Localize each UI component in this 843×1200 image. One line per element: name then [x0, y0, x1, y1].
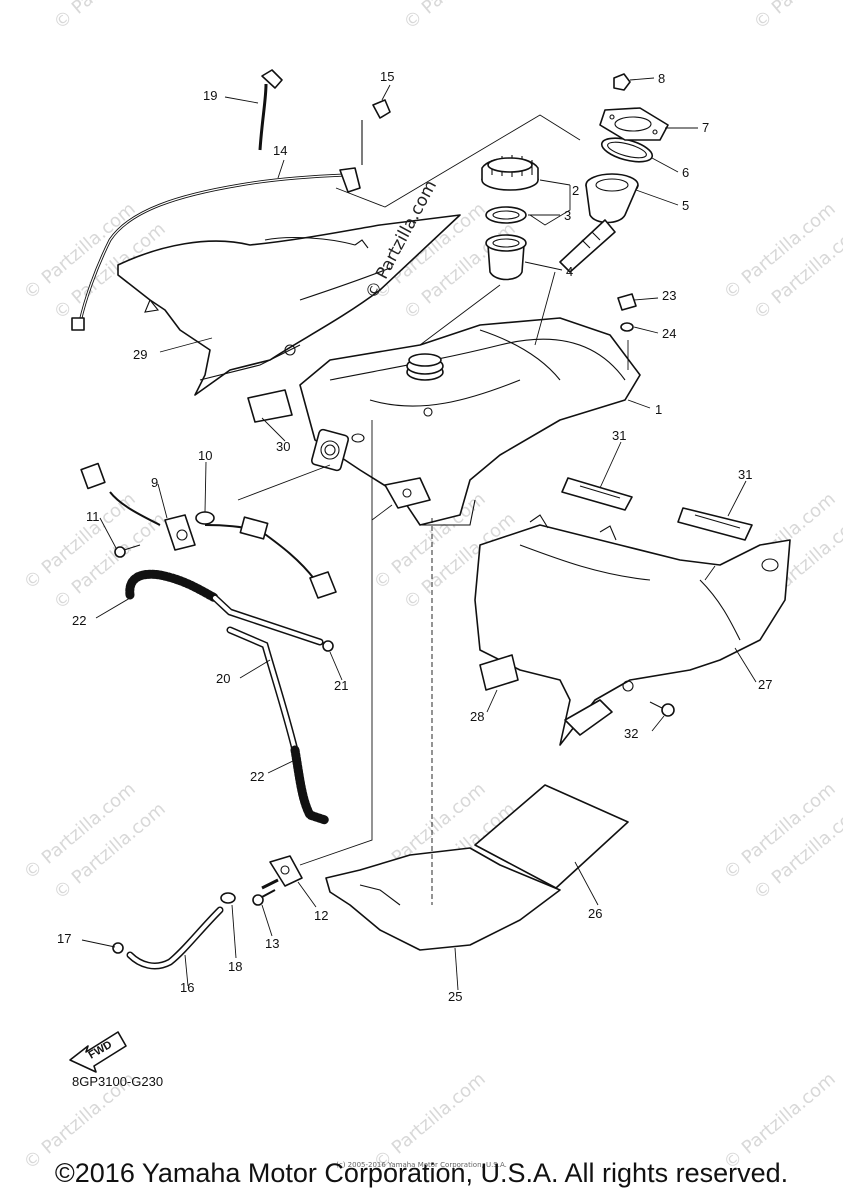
watermark-text: © Partzilla.com: [400, 0, 520, 34]
watermark-text: © Partzilla.com: [50, 0, 170, 34]
callout-30: 30: [276, 439, 290, 454]
clip-part-15[interactable]: [361, 99, 391, 165]
callout-31-left: 31: [612, 428, 626, 443]
fuel-sender-part-9[interactable]: [80, 462, 196, 551]
clip-part-21[interactable]: [322, 640, 334, 652]
callout-31-right: 31: [738, 467, 752, 482]
callout-22-upper: 22: [72, 613, 86, 628]
bolt-part-23[interactable]: [617, 293, 637, 311]
callout-7: 7: [702, 120, 709, 135]
callout-26: 26: [588, 906, 602, 921]
float-arm: [204, 516, 337, 599]
pad-part-26[interactable]: [474, 784, 629, 889]
callout-1: 1: [655, 402, 662, 417]
callout-14: 14: [273, 143, 287, 158]
callout-28: 28: [470, 709, 484, 724]
clamp-part-19[interactable]: [258, 69, 283, 151]
callout-18: 18: [228, 959, 242, 974]
callout-13: 13: [265, 936, 279, 951]
assembly-lines: [237, 114, 716, 905]
callout-15: 15: [380, 69, 394, 84]
callout-29: 29: [133, 347, 147, 362]
fuel-pump-part-5[interactable]: [559, 173, 639, 273]
callout-4: 4: [566, 264, 573, 279]
pad-part-31-left[interactable]: [561, 477, 633, 511]
callout-12: 12: [314, 908, 328, 923]
right-side-cover-part-27[interactable]: [474, 514, 791, 746]
pad-part-30[interactable]: [247, 389, 293, 423]
bolt-part-32[interactable]: [649, 701, 675, 717]
clip-part-17[interactable]: [112, 942, 124, 954]
copyright-notice: ©2016 Yamaha Motor Corporation, U.S.A. A…: [54, 1158, 789, 1188]
callout-8: 8: [658, 71, 665, 86]
callout-5: 5: [682, 198, 689, 213]
hose-part-20[interactable]: [211, 594, 324, 754]
callout-32: 32: [624, 726, 638, 741]
leader-lines: [81, 77, 757, 991]
callout-19: 19: [203, 88, 217, 103]
small-copyright: (c) 2005-2016 Yamaha Motor Corporation, …: [336, 1161, 507, 1169]
callout-25: 25: [448, 989, 462, 1004]
bolt-part-13[interactable]: [252, 889, 276, 906]
hose-part-22-lower[interactable]: [290, 745, 330, 825]
pump-plate-part-7[interactable]: [599, 107, 669, 141]
fuel-cap-part-2[interactable]: [481, 155, 539, 191]
callout-9: 9: [151, 475, 158, 490]
pad-part-31-right[interactable]: [677, 507, 753, 541]
callout-21: 21: [334, 678, 348, 693]
washer-part-24[interactable]: [620, 322, 634, 332]
callout-20: 20: [216, 671, 230, 686]
bracket-part-12[interactable]: [261, 855, 303, 890]
under-cover-part-25[interactable]: [325, 847, 561, 951]
callout-10: 10: [198, 448, 212, 463]
callout-24: 24: [662, 326, 676, 341]
o-ring-part-10[interactable]: [195, 511, 215, 525]
watermark-text: © Partzilla.com: [750, 0, 843, 34]
clip-part-18[interactable]: [220, 892, 236, 904]
callout-16: 16: [180, 980, 194, 995]
gasket-ring-part-3[interactable]: [485, 206, 527, 224]
callout-6: 6: [682, 165, 689, 180]
diagram-code: 8GP3100-G230: [72, 1074, 164, 1089]
callout-2: 2: [572, 183, 579, 198]
fwd-arrow-icon: FWD: [69, 1031, 127, 1073]
callout-17: 17: [57, 931, 71, 946]
hose-part-16[interactable]: [126, 906, 224, 970]
cap-nut-part-8[interactable]: [613, 73, 631, 91]
left-side-cover-part-29[interactable]: [117, 214, 461, 396]
bolt-part-11[interactable]: [114, 544, 141, 558]
fuel-tank-part-1[interactable]: [299, 317, 641, 526]
callout-3: 3: [564, 208, 571, 223]
callout-22-lower: 22: [250, 769, 264, 784]
filler-neck-part-4[interactable]: [485, 234, 527, 281]
callout-27: 27: [758, 677, 772, 692]
callout-11: 11: [86, 509, 100, 524]
hose-joint: [339, 167, 361, 193]
pad-part-28[interactable]: [479, 654, 519, 691]
breather-hose-part-14[interactable]: [71, 173, 346, 331]
hose-part-22-upper[interactable]: [125, 569, 220, 603]
callout-23: 23: [662, 288, 676, 303]
callout-labels: 1 2 3 4 5 6 7 8 9 10 11 12 13 14 15 16 1…: [57, 69, 772, 1004]
